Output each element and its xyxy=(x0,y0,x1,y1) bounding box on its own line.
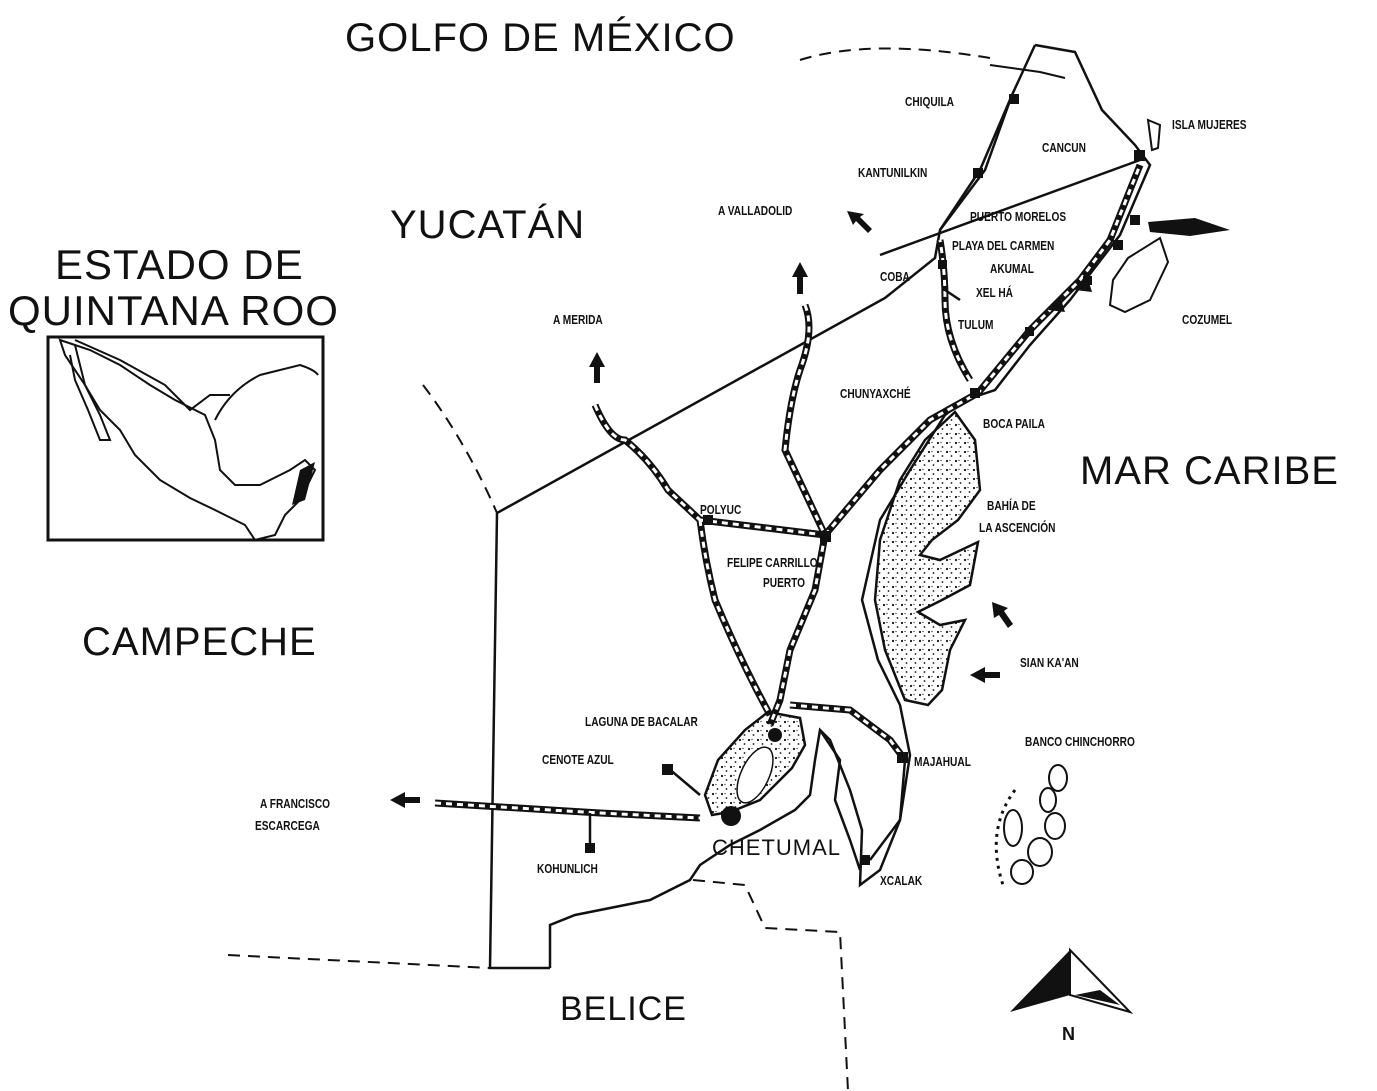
place-label-cozumel: COZUMEL xyxy=(1182,312,1233,327)
direction-arrows xyxy=(390,211,1013,808)
city-marker-icon xyxy=(1025,327,1034,336)
city-marker-icon xyxy=(1113,240,1123,250)
direction-arrow-icon xyxy=(589,352,605,383)
city-marker-icon xyxy=(860,855,870,865)
place-label-laguna-bacalar: LAGUNA DE BACALAR xyxy=(585,714,698,729)
cozumel-island xyxy=(1108,236,1170,314)
ferry-icon xyxy=(1048,296,1065,312)
place-label-sian-kaan: SIAN KA'AN xyxy=(1020,655,1079,670)
road-coba-tulum xyxy=(944,288,961,302)
holbox-island xyxy=(989,64,1066,79)
road-polyuc-bacalar xyxy=(696,519,774,717)
sian-kaan-reserve xyxy=(873,410,982,707)
place-label-polyuc: POLYUC xyxy=(700,502,742,517)
place-label-kohunlich: KOHUNLICH xyxy=(537,861,598,876)
place-label-valladolid: A VALLADOLID xyxy=(718,203,793,218)
city-marker-icon xyxy=(1130,215,1140,225)
place-label-cenote-azul: CENOTE AZUL xyxy=(542,752,614,767)
yucatan-campeche-dashed xyxy=(422,384,498,514)
city-marker-icon xyxy=(662,764,673,775)
bacalar-lagoon-inner xyxy=(736,746,774,804)
campeche-border xyxy=(488,512,550,970)
ferry-icon xyxy=(1075,276,1092,292)
city-marker-icon xyxy=(897,752,908,763)
road-bacalar-majahual xyxy=(789,701,908,763)
road-polyuc-felipe xyxy=(699,516,826,539)
dashed-borders xyxy=(227,47,991,1091)
chetumal-bay-shore xyxy=(818,729,862,871)
city-marker-icon xyxy=(585,843,595,853)
ferry-marks xyxy=(1048,218,1230,312)
place-label-merida: A MERIDA xyxy=(553,312,603,327)
city-marker-icon xyxy=(1009,94,1019,104)
place-label-xcalak: XCALAK xyxy=(880,873,923,888)
city-marker-icon xyxy=(970,388,980,398)
place-label-puerto-morelos: PUERTO MORELOS xyxy=(970,209,1067,224)
ferry-icon xyxy=(1148,218,1230,236)
belize-campeche-dashed xyxy=(227,954,491,969)
place-label-bahia-line-1: BAHÍA DE xyxy=(987,498,1036,513)
place-label-cancun: CANCUN xyxy=(1042,140,1086,155)
banco-chinchorro-reef xyxy=(994,764,1068,886)
road-north-felipe xyxy=(781,303,829,537)
direction-arrow-icon xyxy=(847,211,872,233)
city-marker-icon xyxy=(1134,150,1145,161)
place-label-felipe-line-2: PUERTO xyxy=(763,575,806,590)
place-label-chunyaxche: CHUNYAXCHÉ xyxy=(840,386,911,401)
map-title-line-1: ESTADO DE xyxy=(55,241,304,288)
region-label-gulf: GOLFO DE MÉXICO xyxy=(345,16,736,60)
city-marker-icon xyxy=(820,531,831,542)
place-label-bahia-line-2: LA ASCENCIÓN xyxy=(979,520,1056,535)
road-valladolid-cancun xyxy=(879,158,1141,257)
region-label-belize: BELICE xyxy=(560,990,687,1028)
road-chetumal-xcalak xyxy=(869,759,907,861)
inset-map xyxy=(46,335,325,542)
direction-arrow-icon xyxy=(992,602,1013,628)
place-label-kantunilkin: KANTUNILKIN xyxy=(858,165,928,180)
direction-arrow-icon xyxy=(792,262,808,294)
place-label-akumal: AKUMAL xyxy=(990,261,1034,276)
inset-gulf-shore xyxy=(214,363,319,421)
direction-arrow-icon xyxy=(390,792,420,808)
region-label-caribbean: MAR CARIBE xyxy=(1080,449,1339,493)
place-label-escarcega-line-2: ESCARCEGA xyxy=(255,818,320,833)
place-label-felipe-line-1: FELIPE CARRILLO xyxy=(727,555,818,570)
place-label-isla-mujeres: ISLA MUJERES xyxy=(1172,117,1247,132)
place-label-xel-ha: XEL HÁ xyxy=(976,285,1014,300)
place-label-majahual: MAJAHUAL xyxy=(914,754,971,769)
place-label-escarcega-line-1: A FRANCISCO xyxy=(260,796,331,811)
place-label-coba: COBA xyxy=(880,269,910,284)
place-label-tulum: TULUM xyxy=(958,317,994,332)
region-label-campeche: CAMPECHE xyxy=(82,620,317,664)
city-marker-icon xyxy=(938,260,947,269)
isla-mujeres-island xyxy=(1146,118,1162,152)
place-label-banco-chinchorro: BANCO CHINCHORRO xyxy=(1025,734,1135,749)
direction-arrow-icon xyxy=(970,667,1000,683)
inset-baja xyxy=(69,344,112,441)
inset-us-border xyxy=(74,339,230,412)
north-label: N xyxy=(1062,1024,1075,1044)
city-marker-icon xyxy=(973,168,983,178)
place-label-chetumal: CHETUMAL xyxy=(712,835,842,860)
belize-border-dashed xyxy=(692,879,849,1091)
city-marker-icon xyxy=(703,515,713,525)
road-cenote-azul xyxy=(667,767,701,796)
place-label-playa-del-carmen: PLAYA DEL CARMEN xyxy=(952,238,1055,253)
place-label-chiquila: CHIQUILA xyxy=(905,94,955,109)
road-felipe-tulum xyxy=(822,163,1144,538)
place-label-boca-paila: BOCA PAILA xyxy=(983,416,1045,431)
north-arrow-icon xyxy=(1010,947,1134,1014)
map-title-line-2: QUINTANA ROO xyxy=(8,287,339,334)
city-marker-icon xyxy=(721,806,741,826)
city-marker-icon xyxy=(768,728,782,742)
inset-quintana-roo xyxy=(292,462,315,505)
region-label-yucatan: YUCATÁN xyxy=(390,203,586,247)
gulf-coast-dashed xyxy=(799,47,991,61)
